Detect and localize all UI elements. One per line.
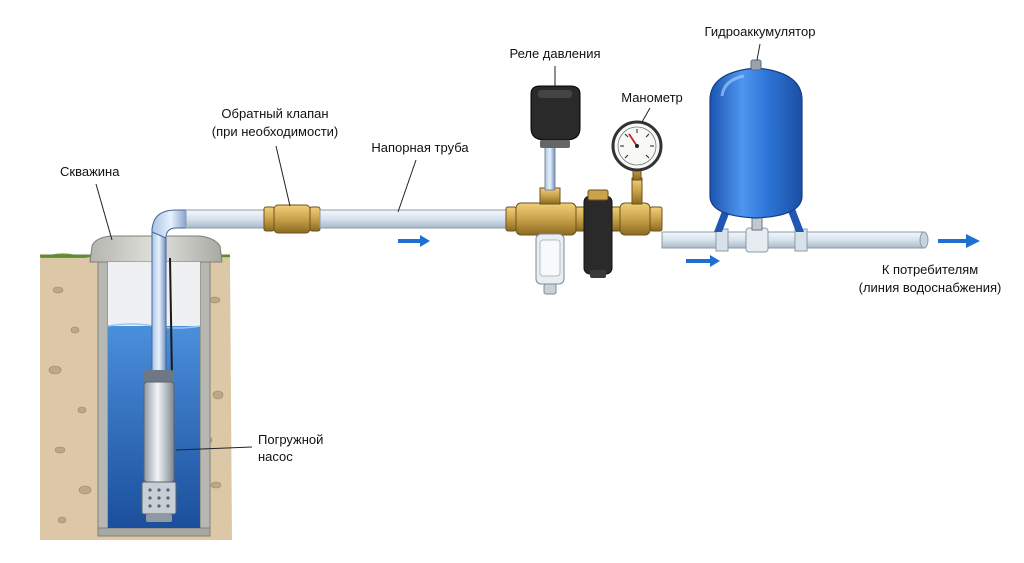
well <box>40 235 232 540</box>
tank-body <box>709 67 803 219</box>
well-bottom <box>97 527 211 537</box>
check-valve <box>263 204 321 234</box>
label-pump-line2: насос <box>258 449 293 464</box>
pressure-pipe <box>151 204 511 239</box>
well-casing-left <box>97 261 109 531</box>
pipe-segment-2 <box>319 209 511 229</box>
label-check-valve-line2: (при необходимости) <box>212 124 338 139</box>
pipe-segment-3 <box>661 231 925 249</box>
tank-stand-right <box>786 206 804 232</box>
outlet-pipe <box>661 227 929 253</box>
pump-body <box>143 381 175 483</box>
label-pressure-switch: Реле давления <box>509 46 600 61</box>
labels: Скважина Обратный клапан (при необходимо… <box>60 24 1001 464</box>
flow-arrow-icon <box>398 235 430 247</box>
label-manometer: Манометр <box>621 90 683 105</box>
flow-arrows <box>398 234 980 267</box>
label-accumulator: Гидроаккумулятор <box>705 24 816 39</box>
well-casing-right <box>199 261 211 531</box>
pipe-elbow <box>151 209 191 239</box>
label-consumers-line1: К потребителям <box>882 262 978 277</box>
leader-lines <box>95 43 761 451</box>
flow-arrow-icon <box>686 255 720 267</box>
brass-manifold <box>505 177 663 295</box>
label-well: Скважина <box>60 164 120 179</box>
submersible-pump <box>141 227 177 522</box>
flow-arrow-icon <box>938 234 980 248</box>
pump-bottom <box>146 514 172 522</box>
pump-top-cap <box>144 370 174 384</box>
riser-pipe <box>151 227 167 379</box>
label-consumers-line2: (линия водоснабжения) <box>859 280 1002 295</box>
soil-pebbles <box>48 286 224 529</box>
pressure-switch <box>530 85 581 191</box>
pump-intake-holes <box>148 488 170 508</box>
accumulator-tank <box>709 59 804 232</box>
manometer <box>611 120 663 181</box>
label-pressure-pipe: Напорная труба <box>371 140 469 155</box>
pipe-segment-1 <box>185 209 269 229</box>
label-pump-line1: Погружной <box>258 432 323 447</box>
pressure-reducer <box>583 195 613 275</box>
label-check-valve-line1: Обратный клапан <box>221 106 328 121</box>
